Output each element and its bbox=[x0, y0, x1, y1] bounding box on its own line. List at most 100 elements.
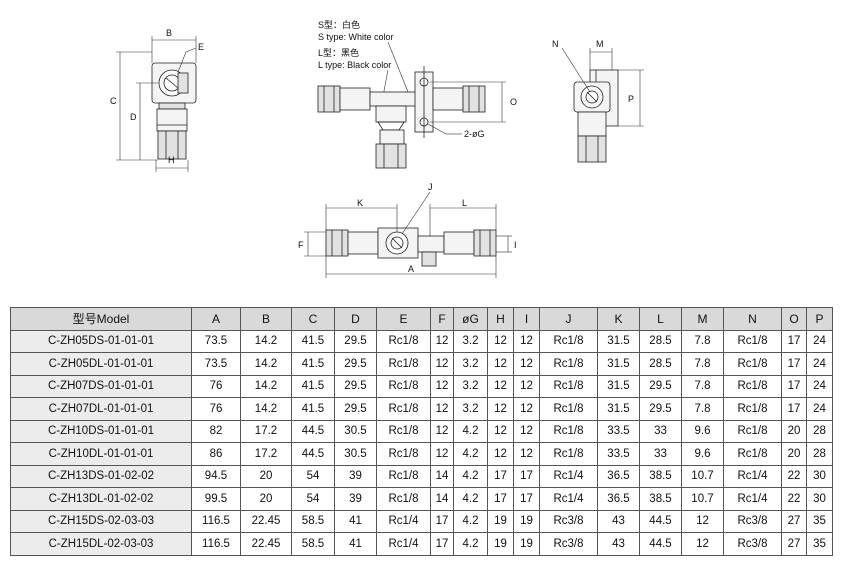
technical-drawings: B E C D H S型：白色 S type: White color L型：黑… bbox=[110, 19, 644, 278]
table-cell: 17 bbox=[781, 374, 807, 398]
table-cell: 24 bbox=[806, 329, 833, 353]
model-cell: C-ZH05DL-01-01-01 bbox=[10, 352, 192, 376]
model-cell: C-ZH07DL-01-01-01 bbox=[10, 397, 192, 421]
table-cell: 43 bbox=[597, 532, 640, 556]
table-cell: 30 bbox=[806, 464, 833, 488]
table-cell: 116.5 bbox=[191, 532, 241, 556]
table-cell: 12 bbox=[487, 442, 514, 466]
side-view-right: N M P bbox=[552, 39, 644, 163]
table-cell: 14.2 bbox=[240, 397, 292, 421]
table-cell: Rc1/8 bbox=[376, 374, 431, 398]
table-cell: 12 bbox=[487, 397, 514, 421]
column-header: P bbox=[806, 307, 833, 331]
table-cell: 12 bbox=[513, 329, 540, 353]
table-cell: 20 bbox=[240, 464, 292, 488]
table-cell: 20 bbox=[781, 419, 807, 443]
table-cell: 28 bbox=[806, 442, 833, 466]
table-cell: 30.5 bbox=[334, 442, 377, 466]
table-cell: 39 bbox=[334, 464, 377, 488]
table-cell: Rc3/8 bbox=[723, 532, 782, 556]
table-cell: 17 bbox=[430, 532, 454, 556]
table-cell: 17 bbox=[781, 352, 807, 376]
table-cell: 29.5 bbox=[334, 374, 377, 398]
table-cell: 44.5 bbox=[639, 509, 682, 533]
table-cell: 76 bbox=[191, 374, 241, 398]
table-cell: 29.5 bbox=[334, 352, 377, 376]
table-cell: Rc1/4 bbox=[539, 464, 598, 488]
table-cell: 54 bbox=[291, 464, 335, 488]
model-cell: C-ZH13DL-01-02-02 bbox=[10, 487, 192, 511]
table-cell: Rc1/8 bbox=[539, 329, 598, 353]
table-cell: Rc1/8 bbox=[539, 352, 598, 376]
dim-label-E: E bbox=[198, 42, 204, 52]
table-cell: 44.5 bbox=[639, 532, 682, 556]
table-cell: 12 bbox=[487, 329, 514, 353]
table-cell: 58.5 bbox=[291, 532, 335, 556]
table-cell: 43 bbox=[597, 509, 640, 533]
table-cell: Rc1/4 bbox=[539, 487, 598, 511]
table-cell: 41 bbox=[334, 509, 377, 533]
table-cell: Rc1/4 bbox=[723, 464, 782, 488]
table-cell: Rc1/8 bbox=[539, 397, 598, 421]
dim-label-O: O bbox=[510, 97, 517, 107]
column-header: D bbox=[334, 307, 377, 331]
table-cell: 31.5 bbox=[597, 329, 640, 353]
table-cell: 39 bbox=[334, 487, 377, 511]
model-cell: C-ZH10DS-01-01-01 bbox=[10, 419, 192, 443]
model-cell: C-ZH13DS-01-02-02 bbox=[10, 464, 192, 488]
table-cell: 4.2 bbox=[453, 419, 488, 443]
table-cell: 73.5 bbox=[191, 329, 241, 353]
dim-label-K: K bbox=[357, 198, 363, 208]
table-cell: 12 bbox=[513, 442, 540, 466]
table-cell: 76 bbox=[191, 397, 241, 421]
table-cell: 24 bbox=[806, 374, 833, 398]
table-cell: 12 bbox=[430, 374, 454, 398]
table-cell: 4.2 bbox=[453, 464, 488, 488]
table-cell: Rc1/4 bbox=[376, 509, 431, 533]
table-cell: 12 bbox=[430, 419, 454, 443]
table-cell: 4.2 bbox=[453, 509, 488, 533]
dim-label-2-oG: 2-øG bbox=[464, 129, 485, 139]
table-cell: 27 bbox=[781, 532, 807, 556]
table-cell: 54 bbox=[291, 487, 335, 511]
table-cell: Rc1/8 bbox=[539, 419, 598, 443]
dim-label-M: M bbox=[596, 39, 604, 49]
table-cell: Rc1/8 bbox=[376, 464, 431, 488]
column-header: H bbox=[487, 307, 514, 331]
table-cell: 30 bbox=[806, 487, 833, 511]
table-cell: 17 bbox=[487, 487, 514, 511]
table-cell: 17 bbox=[781, 397, 807, 421]
table-cell: 14.2 bbox=[240, 374, 292, 398]
table-cell: 41 bbox=[334, 532, 377, 556]
table-cell: 12 bbox=[513, 352, 540, 376]
table-cell: 12 bbox=[430, 352, 454, 376]
table-cell: 41.5 bbox=[291, 374, 335, 398]
table-cell: 22 bbox=[781, 487, 807, 511]
table-cell: 12 bbox=[487, 419, 514, 443]
table-cell: 38.5 bbox=[639, 487, 682, 511]
table-cell: 19 bbox=[487, 532, 514, 556]
table-cell: 17 bbox=[487, 464, 514, 488]
table-cell: 3.2 bbox=[453, 329, 488, 353]
table-cell: 73.5 bbox=[191, 352, 241, 376]
table-cell: Rc1/8 bbox=[376, 487, 431, 511]
side-view-left: B E C D H bbox=[110, 28, 204, 172]
dim-label-B: B bbox=[166, 28, 172, 38]
table-cell: 82 bbox=[191, 419, 241, 443]
dim-label-L: L bbox=[462, 198, 467, 208]
table-cell: Rc1/8 bbox=[376, 419, 431, 443]
table-cell: 22.45 bbox=[240, 509, 292, 533]
table-cell: 33.5 bbox=[597, 419, 640, 443]
table-cell: 30.5 bbox=[334, 419, 377, 443]
column-header: I bbox=[513, 307, 540, 331]
table-cell: Rc1/8 bbox=[723, 397, 782, 421]
table-cell: 12 bbox=[430, 397, 454, 421]
table-cell: Rc3/8 bbox=[539, 532, 598, 556]
column-header: M bbox=[681, 307, 724, 331]
model-cell: C-ZH15DS-02-03-03 bbox=[10, 509, 192, 533]
